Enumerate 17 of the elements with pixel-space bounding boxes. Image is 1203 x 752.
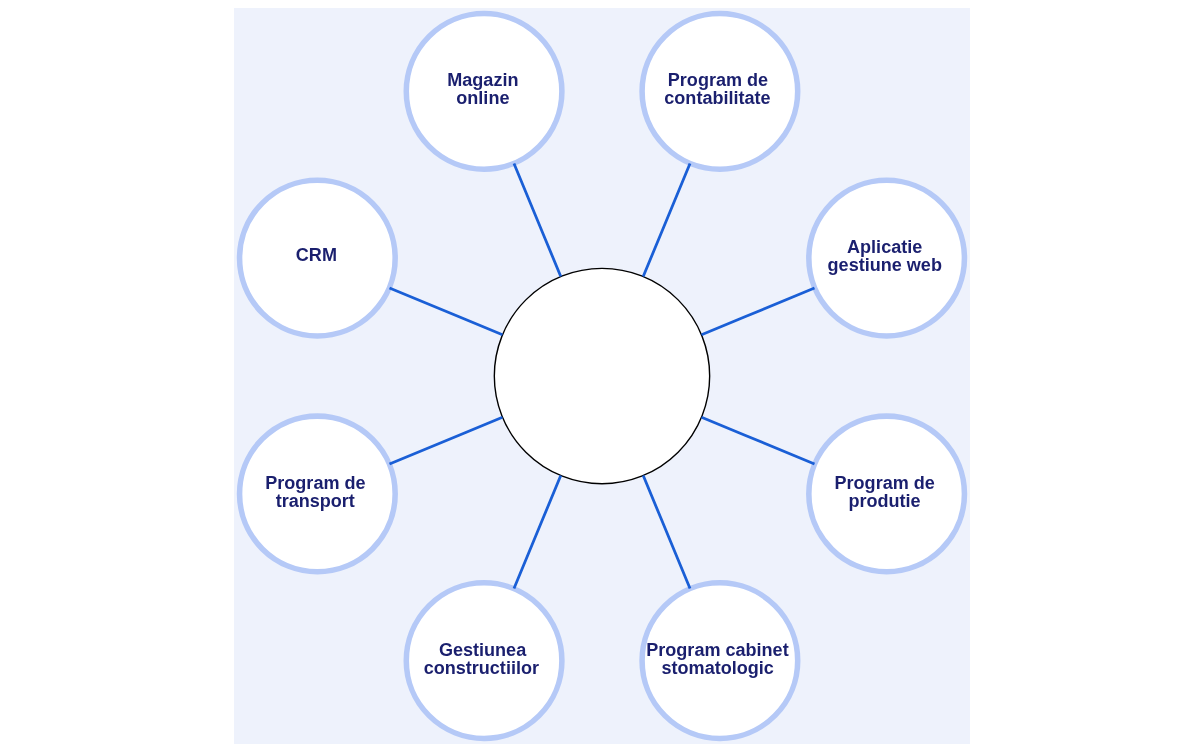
node-circle: CRM — [236, 177, 398, 339]
connector — [388, 415, 503, 466]
connector — [512, 475, 562, 590]
node-circle: Gestiunea constructiilor — [403, 580, 565, 742]
node-circle: Program de contabilitate — [638, 10, 800, 172]
connector — [700, 415, 815, 466]
connector — [388, 286, 503, 337]
node-circle: Magazin online — [403, 10, 565, 172]
connector — [641, 162, 691, 277]
node-circle: Program cabinet stomatologic — [638, 580, 800, 742]
connector — [512, 162, 562, 277]
connector — [641, 475, 691, 590]
connector — [700, 286, 815, 337]
node-circle — [493, 267, 710, 485]
node-circle: Aplicatie gestiune web — [805, 177, 967, 339]
node-circle: Program de transport — [236, 413, 398, 575]
node-circle: Program de produtie — [805, 413, 967, 575]
